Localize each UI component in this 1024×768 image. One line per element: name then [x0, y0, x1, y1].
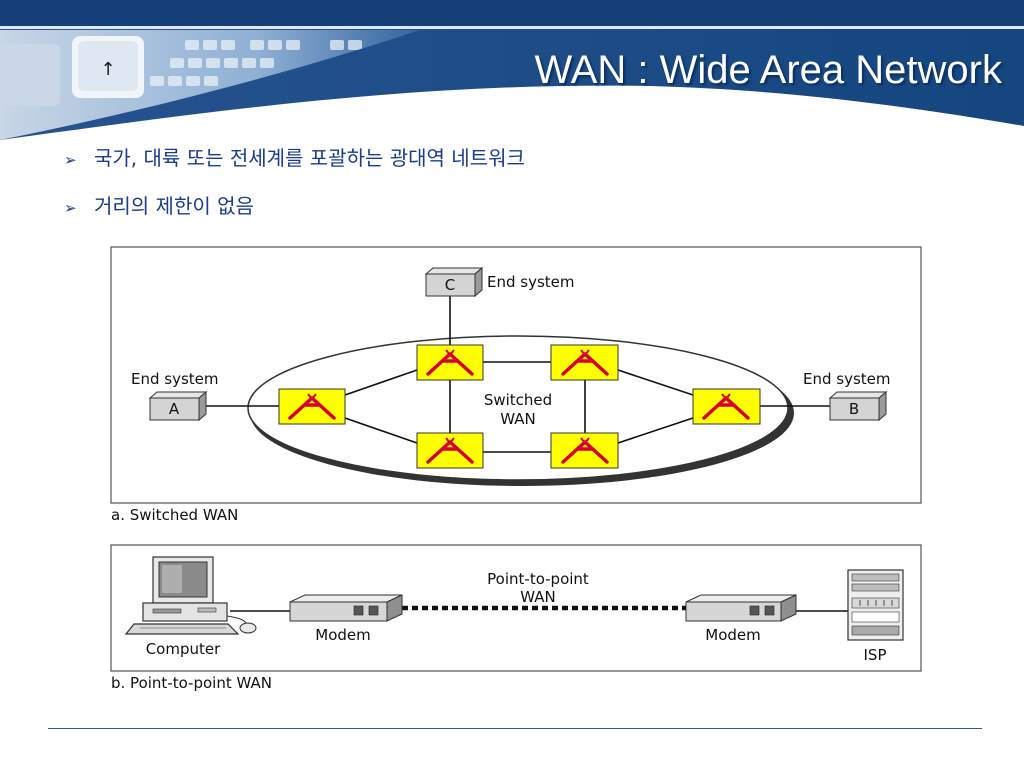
end-system-c-label: C: [445, 276, 455, 294]
switched-wan-cloud: [247, 335, 789, 481]
header-banner: ↑: [0, 0, 1024, 140]
p2p-wan-label-line2: WAN: [520, 588, 556, 606]
slide-title: WAN : Wide Area Network: [534, 48, 1002, 92]
point-to-point-wan-diagram: Point-to-point WAN Modem Modem Computer …: [110, 544, 922, 692]
end-system-b: B: [828, 390, 888, 422]
bullet-arrow-icon: ➢: [64, 151, 77, 169]
end-system-a-label: A: [169, 400, 180, 418]
svg-text:↑: ↑: [100, 59, 115, 80]
end-system-c: C: [424, 266, 484, 298]
modem-left: [289, 594, 403, 622]
isp-label: ISP: [864, 646, 887, 664]
p2p-wan-caption: b. Point-to-point WAN: [111, 674, 272, 692]
switch-node: [416, 432, 484, 469]
isp-server-icon: [847, 569, 904, 641]
computer-label: Computer: [146, 640, 221, 658]
switched-wan-caption: a. Switched WAN: [111, 506, 238, 524]
switch-node: [550, 432, 619, 469]
bullet-text: 거리의 제한이 없음: [94, 194, 254, 218]
modem-right: [685, 594, 797, 622]
switch-node: [692, 388, 761, 425]
switch-node: [278, 388, 346, 425]
wan-links: [206, 296, 830, 453]
p2p-wan-label-line1: Point-to-point: [487, 570, 589, 588]
end-system-label-c: End system: [487, 273, 575, 291]
switched-wan-diagram: A B C End system End system End system S…: [110, 246, 922, 524]
modem-right-label: Modem: [705, 626, 760, 644]
bullet-text: 국가, 대륙 또는 전세계를 포괄하는 광대역 네트워크: [94, 146, 525, 170]
end-system-a: A: [148, 390, 208, 422]
switched-wan-label-line1: Switched: [484, 391, 552, 409]
end-system-label-b: End system: [803, 370, 891, 388]
computer-icon: [124, 556, 257, 635]
bullet-item: ➢ 거리의 제한이 없음: [64, 190, 254, 219]
bullet-arrow-icon: ➢: [64, 199, 77, 217]
footer-divider: [48, 728, 982, 729]
switch-node: [416, 344, 484, 381]
bullet-item: ➢ 국가, 대륙 또는 전세계를 포괄하는 광대역 네트워크: [64, 142, 525, 171]
header-swoosh: [0, 85, 1024, 140]
switch-node: [550, 344, 619, 381]
end-system-b-label: B: [849, 400, 859, 418]
modem-left-label: Modem: [315, 626, 370, 644]
switched-wan-label-line2: WAN: [500, 410, 536, 428]
end-system-label-a: End system: [131, 370, 219, 388]
